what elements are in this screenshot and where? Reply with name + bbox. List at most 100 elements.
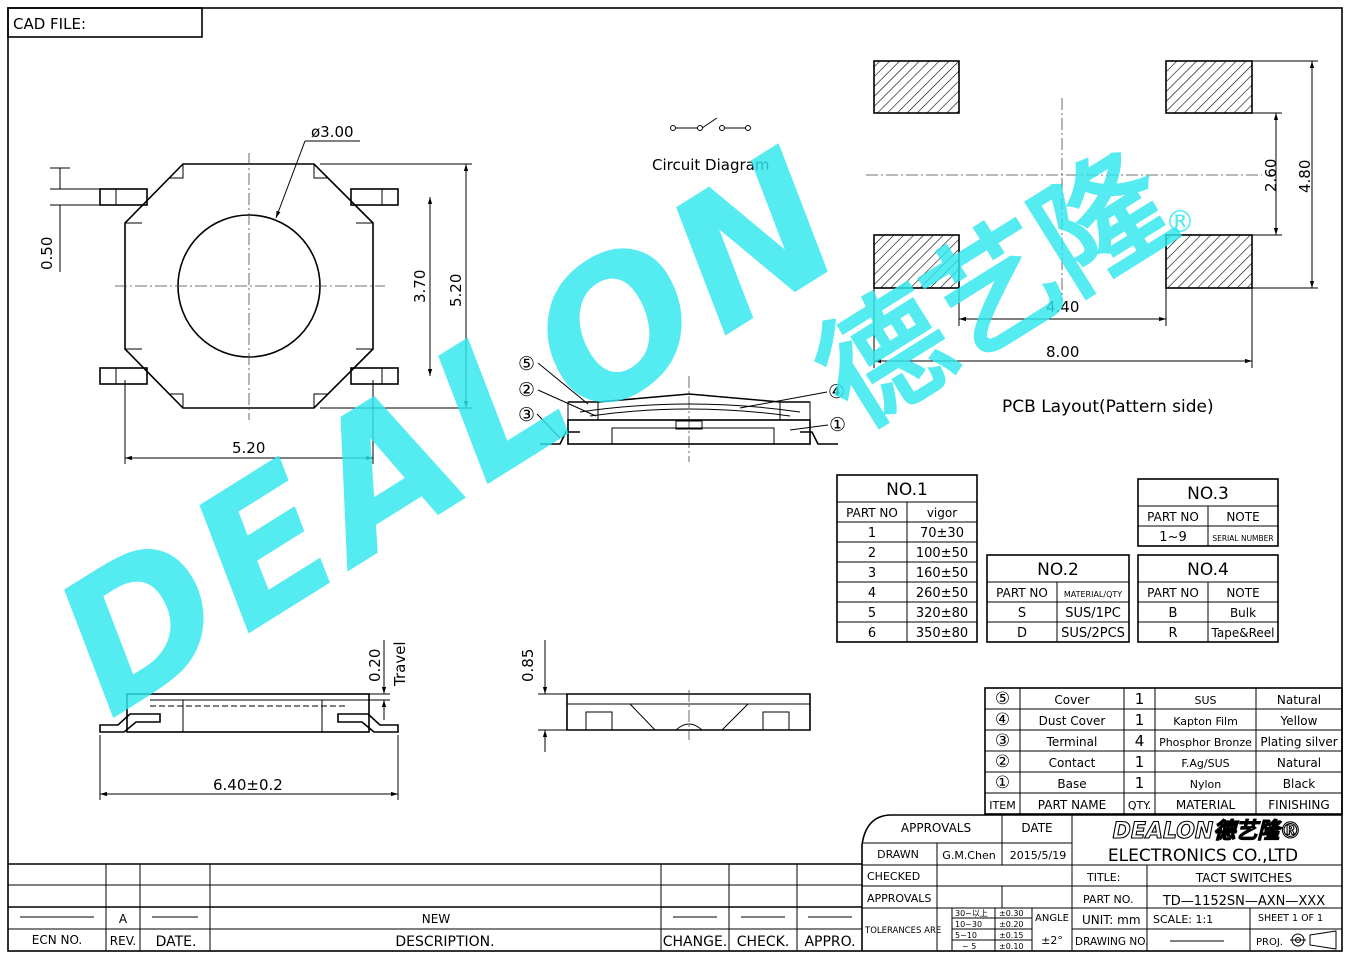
- tb-date: DATE: [1021, 821, 1052, 835]
- circuit-label: Circuit Diagram: [652, 156, 769, 174]
- revision-block: A NEW ECN NO. REV. DATE. DESCRIPTION. CH…: [8, 863, 862, 951]
- tol-range-3: 5~10: [955, 931, 977, 940]
- table_no1-cell: 2: [868, 546, 876, 561]
- tb-tolerances: TOLERANCES ARE: [864, 926, 941, 936]
- table_no1-cell: 5: [868, 606, 876, 621]
- bom-header: QTY.: [1128, 799, 1151, 812]
- tb-checked: CHECKED: [867, 870, 920, 883]
- bom-cell: ⑤: [995, 689, 1010, 709]
- table_no1-cell: 320±80: [916, 606, 968, 621]
- bom-cell: Base: [1057, 777, 1086, 791]
- bom-cell: Cover: [1054, 693, 1089, 707]
- table_no3-header-part: PART NO: [1147, 510, 1199, 524]
- bom-cell: 1: [1135, 753, 1145, 771]
- dim-travel-value: 0.20: [366, 649, 384, 682]
- hdr-appro: APPRO.: [804, 934, 855, 950]
- bom-cell: 4: [1135, 732, 1145, 750]
- dim-370: 3.70: [411, 270, 429, 303]
- side-view: 0.20 Travel 6.40±0.2: [99, 640, 409, 800]
- sheet-border: [7, 7, 1343, 952]
- dim-travel-label: Travel: [391, 641, 409, 687]
- table_no2-cell: S: [1018, 606, 1026, 621]
- bom-header: MATERIAL: [1176, 798, 1236, 812]
- rev-value: A: [119, 912, 128, 926]
- table_no1-cell: 6: [868, 626, 876, 641]
- bom-header: FINISHING: [1268, 798, 1329, 812]
- bom-cell: Phosphor Bronze: [1159, 736, 1252, 749]
- table_no2-cell: SUS/2PCS: [1061, 626, 1125, 641]
- tol-range-4: ~ 5: [962, 942, 976, 951]
- dim-800: 8.00: [1046, 343, 1079, 361]
- callout-1: ①: [829, 414, 846, 436]
- table_no4-cell: B: [1169, 606, 1178, 621]
- tb-angle: ANGLE: [1035, 913, 1069, 924]
- tb-sheet: SHEET 1 OF 1: [1258, 913, 1323, 924]
- tb-part-no-value: TD—1152SN—AXN—XXX: [1162, 894, 1325, 909]
- hdr-change: CHANGE.: [663, 934, 728, 950]
- title-block: APPROVALS DATE DRAWN G.M.Chen 2015/5/19 …: [861, 814, 1342, 951]
- hdr-description: DESCRIPTION.: [395, 934, 494, 950]
- table_no4-header-part: PART NO: [1147, 586, 1199, 600]
- dim-520-horizontal: 5.20: [232, 439, 265, 457]
- bom-cell: 1: [1135, 711, 1145, 729]
- tol-range-2: 10~30: [955, 920, 982, 929]
- tb-title-value: TACT SWITCHES: [1195, 871, 1292, 885]
- tb-drawn-by: G.M.Chen: [942, 849, 995, 862]
- bom-header: PART NAME: [1038, 798, 1106, 812]
- front-view: 0.85: [519, 640, 811, 752]
- table_no1-cell: 350±80: [916, 626, 968, 641]
- watermark: DEALON 德艺隆 ®: [19, 106, 1199, 757]
- hdr-check: CHECK.: [737, 934, 790, 950]
- table_no3-title: NO.3: [1187, 484, 1229, 504]
- cad-file-box: [7, 7, 203, 38]
- dim-440: 4.40: [1046, 298, 1079, 316]
- cad-file-label: CAD FILE:: [13, 15, 86, 33]
- pcb-layout: 2.60 4.80 4.40 8.00 PCB Layout(Pattern s…: [866, 60, 1318, 417]
- table_no4-title: NO.4: [1187, 560, 1229, 580]
- table_no3-cell: 1~9: [1159, 530, 1186, 545]
- bom-cell: ①: [995, 773, 1010, 793]
- bom-cell: Nylon: [1190, 778, 1222, 791]
- bom-cell: Black: [1283, 777, 1316, 791]
- dim-width: 6.40±0.2: [213, 776, 283, 794]
- bom-cell: ③: [995, 731, 1010, 751]
- tb-part-no-label: PART NO.: [1083, 893, 1133, 906]
- cross-section: ⑤ ② ③ ④ ①: [518, 353, 846, 462]
- table_no4-cell: Bulk: [1230, 606, 1256, 620]
- tb-drawn-date: 2015/5/19: [1010, 849, 1066, 862]
- table_no2-header-part: PART NO: [996, 586, 1048, 600]
- bom-cell: Plating silver: [1260, 735, 1337, 749]
- bom-cell: 1: [1135, 690, 1145, 708]
- dim-diameter: ø3.00: [311, 123, 354, 141]
- tb-proj: PROJ.: [1256, 937, 1283, 948]
- tol-value-4: ±0.10: [999, 942, 1024, 951]
- watermark-logo: DEALON: [19, 106, 882, 757]
- tb-title-label: TITLE:: [1086, 871, 1120, 884]
- table_no1-header-part: PART NO: [846, 506, 898, 520]
- callout-5: ⑤: [518, 353, 535, 375]
- table_no3-header-value: NOTE: [1226, 510, 1259, 524]
- callout-4: ④: [828, 381, 845, 403]
- tb-approvals2: APPROVALS: [867, 892, 931, 905]
- table_no2-header-value: MATERIAL/QTY: [1064, 590, 1122, 599]
- tol-value-2: ±0.20: [999, 920, 1024, 929]
- table_no1-cell: 260±50: [916, 586, 968, 601]
- projection-symbol-icon: [1290, 930, 1337, 950]
- tb-scale: SCALE: 1:1: [1153, 913, 1213, 926]
- tol-value-1: ±0.30: [999, 909, 1024, 918]
- table_no2-cell: SUS/1PC: [1065, 606, 1121, 621]
- bom-cell: Natural: [1277, 756, 1321, 770]
- table_no2-title: NO.2: [1037, 560, 1079, 580]
- table_no1-cell: 1: [868, 526, 876, 541]
- bom-cell: F.Ag/SUS: [1181, 757, 1229, 770]
- table_no1-cell: 4: [868, 586, 876, 601]
- circuit-diagram: Circuit Diagram: [652, 117, 769, 174]
- bom-cell: Contact: [1049, 756, 1096, 770]
- bom-cell: 1: [1135, 774, 1145, 792]
